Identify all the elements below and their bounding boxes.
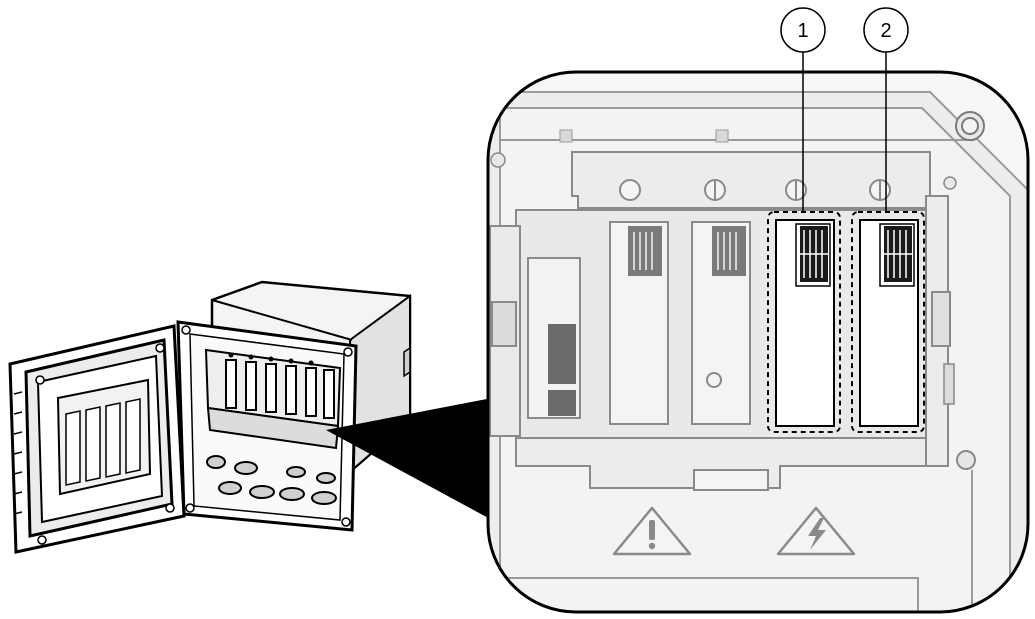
cable-glands bbox=[206, 455, 337, 505]
slot-2-highlight bbox=[851, 211, 925, 433]
slot-2 bbox=[851, 211, 925, 433]
warning-triangle-icon bbox=[612, 506, 692, 556]
callout-1-label: 1 bbox=[797, 20, 808, 42]
enclosure-illustration bbox=[8, 280, 412, 554]
front-frame bbox=[176, 320, 358, 532]
callout-2: 2 bbox=[863, 7, 909, 212]
electrical-hazard-icon bbox=[776, 506, 856, 556]
zoom-pointer bbox=[326, 398, 492, 520]
zoom-detail bbox=[486, 70, 1030, 614]
callout-1: 1 bbox=[780, 7, 826, 212]
zoom-frame bbox=[486, 70, 1030, 614]
slot-1 bbox=[767, 211, 841, 433]
front-door bbox=[8, 324, 186, 554]
callout-2-label: 2 bbox=[880, 20, 891, 42]
slot-1-highlight bbox=[767, 211, 841, 433]
